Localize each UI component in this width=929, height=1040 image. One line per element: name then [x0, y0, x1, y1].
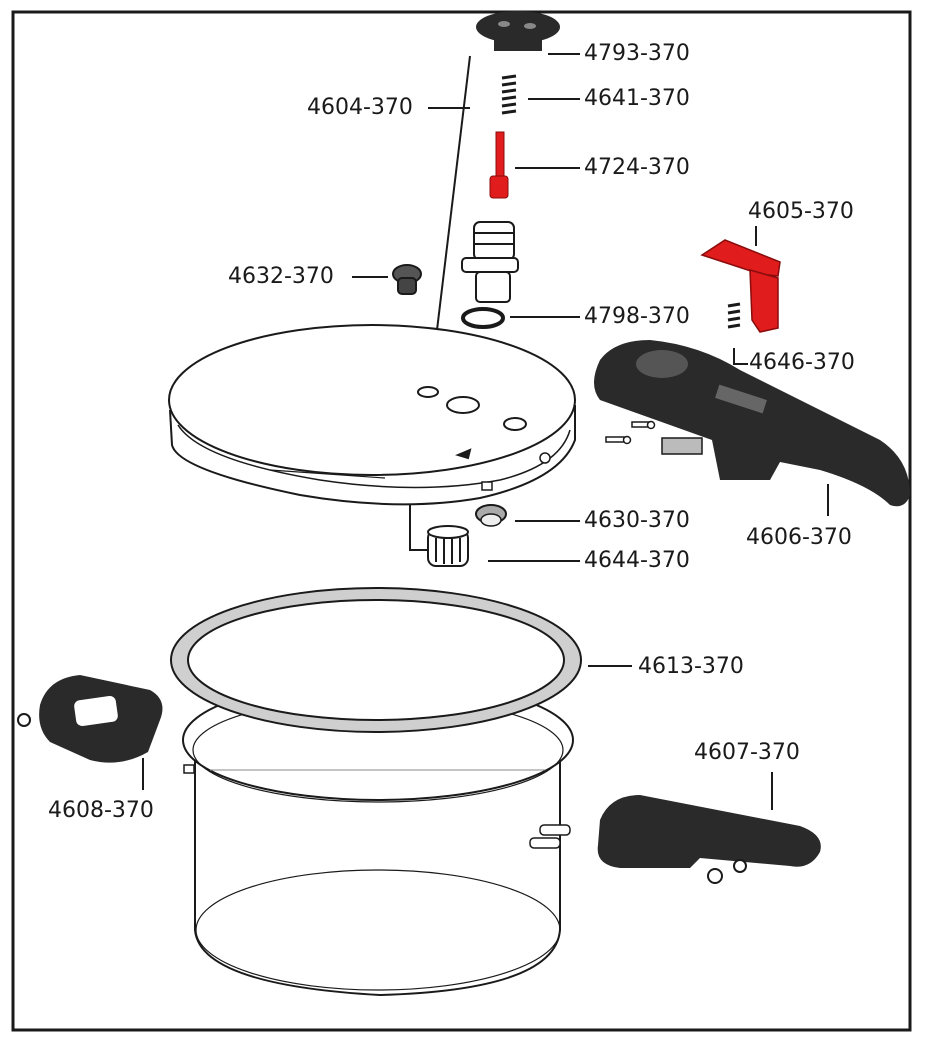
label-4613-370: 4613-370	[638, 654, 744, 679]
safety-plug	[392, 264, 422, 295]
lid-handle	[594, 340, 910, 507]
body-handle	[597, 795, 821, 884]
label-4724-370: 4724-370	[584, 155, 690, 180]
valve-body	[461, 221, 519, 303]
valve-spring	[501, 74, 517, 115]
lock-button	[700, 239, 781, 333]
leader-lines	[142, 53, 829, 810]
diagram-frame	[11, 10, 912, 1032]
label-4605-370: 4605-370	[748, 199, 854, 224]
label-4793-370: 4793-370	[584, 41, 690, 66]
lid-drawing	[168, 324, 576, 506]
label-4630-370: 4630-370	[584, 508, 690, 533]
label-4608-370: 4608-370	[48, 798, 154, 823]
pressure-weight-cap	[476, 11, 560, 51]
gasket-ring	[170, 587, 582, 733]
valve-pin	[489, 131, 509, 199]
label-4606-370: 4606-370	[746, 525, 852, 550]
label-4632-370: 4632-370	[228, 264, 334, 289]
label-4604-370: 4604-370	[307, 95, 413, 120]
pot-pins	[183, 764, 571, 849]
label-4798-370: 4798-370	[584, 304, 690, 329]
handle-screws	[605, 420, 703, 455]
valve-seal-ring	[461, 307, 505, 329]
label-4607-370: 4607-370	[694, 740, 800, 765]
valve-nut	[427, 525, 469, 567]
label-4644-370: 4644-370	[584, 548, 690, 573]
helper-handle	[17, 675, 163, 763]
label-4641-370: 4641-370	[584, 86, 690, 111]
label-4646-370: 4646-370	[749, 350, 855, 375]
lock-spring	[727, 302, 741, 329]
float-valve	[475, 504, 507, 527]
